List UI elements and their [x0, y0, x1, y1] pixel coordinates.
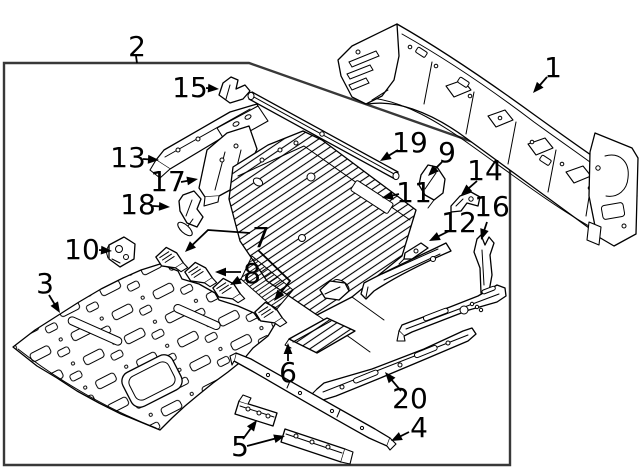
part-9-bracket: [418, 164, 446, 209]
leader-arrowhead: [533, 81, 544, 93]
callout-number-11: 11: [396, 176, 432, 209]
callout-number-13: 13: [110, 141, 146, 174]
part-15-clip: [218, 76, 251, 104]
callout-number-5: 5: [231, 430, 249, 463]
leader-arrowhead: [391, 432, 403, 441]
callout-number-3: 3: [36, 267, 54, 300]
leader-arrowhead: [185, 241, 196, 252]
callout-11: 11: [382, 176, 432, 209]
callout-number-12: 12: [441, 206, 477, 239]
callout-1: 1: [533, 51, 562, 93]
leader-arrowhead: [461, 184, 473, 195]
callout-number-2: 2: [128, 30, 146, 63]
callout-number-7: 7: [252, 221, 270, 254]
part-7-8-clips: [155, 246, 288, 328]
callout-number-14: 14: [467, 154, 503, 187]
cap-bracket: [319, 280, 350, 301]
leader-arrowhead: [480, 228, 489, 240]
callout-number-6: 6: [279, 356, 297, 389]
callout-12: 12: [429, 206, 477, 241]
callout-14: 14: [461, 154, 503, 195]
callout-number-1: 1: [544, 51, 562, 84]
leader-arrowhead: [158, 201, 170, 211]
part-10-bracket: [105, 236, 136, 268]
callout-number-4: 4: [410, 411, 428, 444]
callout-7: 7: [185, 221, 292, 301]
leader-arrowhead: [428, 165, 439, 176]
leader-arrowhead: [50, 301, 60, 313]
callout-number-18: 18: [120, 188, 156, 221]
side-member: [396, 284, 507, 342]
callout-9: 9: [428, 136, 456, 176]
callout-6: 6: [279, 343, 297, 389]
leader-arrowhead: [147, 154, 159, 164]
callout-18: 18: [120, 188, 170, 221]
callout-15: 15: [172, 71, 219, 104]
part-16-support: [473, 234, 495, 298]
leader-arrowhead: [429, 232, 441, 241]
callout-2: 2: [128, 30, 146, 64]
part-14-bracket: [450, 191, 481, 213]
leader-arrowhead: [273, 434, 285, 444]
leader-arrowhead: [382, 191, 394, 200]
leader-arrowhead: [380, 151, 392, 161]
leader-arrowhead: [100, 245, 112, 255]
callout-number-17: 17: [150, 165, 186, 198]
part-6-ribbed-bracket: [284, 317, 356, 354]
leader-arrowhead: [215, 267, 226, 277]
callout-20: 20: [385, 372, 428, 415]
part-11-rear-floor-panel: [228, 130, 417, 353]
leader-arrowhead: [274, 289, 285, 301]
callout-number-20: 20: [392, 382, 428, 415]
callout-number-15: 15: [172, 71, 208, 104]
leader-arrowhead: [186, 176, 198, 186]
callout-17: 17: [150, 165, 198, 198]
part-12-clip: [398, 242, 429, 265]
callout-3: 3: [36, 267, 60, 313]
callout-10: 10: [64, 233, 112, 266]
leader-arrowhead: [385, 372, 396, 384]
callout-number-9: 9: [438, 136, 456, 169]
leader-arrowhead: [207, 83, 219, 93]
callout-number-10: 10: [64, 233, 100, 266]
callout-5: 5: [231, 420, 285, 463]
callout-number-8: 8: [243, 257, 261, 290]
callout-16: 16: [474, 190, 510, 240]
part-5-brackets: [234, 394, 354, 465]
part-3-floor-pan: [12, 263, 278, 431]
callout-8: 8: [215, 257, 261, 290]
part-1-rear-body-panel: [337, 23, 639, 247]
part-18-clip: [177, 190, 204, 237]
callout-number-16: 16: [474, 190, 510, 223]
callout-13: 13: [110, 141, 159, 174]
leader-arrowhead: [283, 343, 293, 354]
leader-arrowhead: [246, 420, 257, 432]
callout-number-19: 19: [392, 126, 428, 159]
leader-arrowhead: [230, 275, 242, 285]
callout-19: 19: [380, 126, 428, 161]
crossmember-rail: [360, 242, 452, 300]
part-4-crossmember: [229, 352, 397, 451]
part-19-sill-strip: [247, 91, 400, 181]
callout-4: 4: [391, 411, 428, 444]
